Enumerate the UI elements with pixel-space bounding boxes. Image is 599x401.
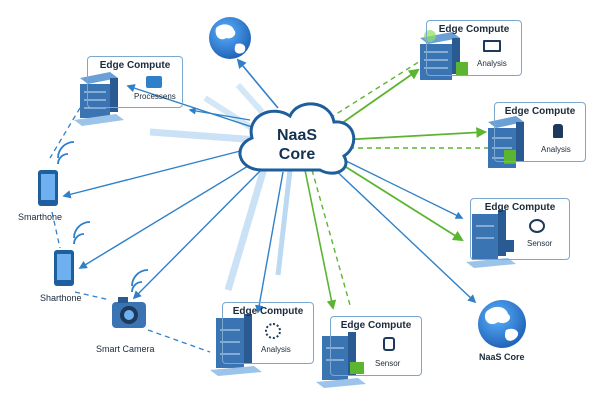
naas-core-label: NaaS Core bbox=[250, 126, 344, 164]
card-title: Edge Compute bbox=[232, 306, 304, 317]
analysis-icon bbox=[265, 323, 281, 339]
globe-icon bbox=[478, 300, 526, 348]
link-edge-r2-blue bbox=[339, 157, 464, 219]
link-edge-tl bbox=[126, 84, 256, 129]
link-camera bbox=[132, 166, 265, 300]
sensor-icon bbox=[529, 219, 545, 233]
connections bbox=[49, 57, 488, 353]
edge-card-top-left[interactable]: Edge Compute Processens bbox=[87, 56, 183, 108]
card-subtitle: Analysis bbox=[477, 59, 507, 68]
link-edge-b1 bbox=[255, 171, 284, 314]
link-edge-r1 bbox=[339, 127, 488, 141]
server-icon bbox=[210, 314, 262, 376]
card-title: Edge Compute bbox=[340, 320, 412, 331]
smartphone-icon bbox=[54, 250, 74, 286]
processing-icon bbox=[146, 76, 162, 88]
edge-card-right-2[interactable]: Edge Compute Sensor bbox=[470, 198, 570, 260]
edge-card-top-right[interactable]: Edge Compute Analysis bbox=[426, 20, 522, 76]
link-globe-top bbox=[236, 58, 279, 109]
server-icon bbox=[74, 72, 124, 126]
beam-link bbox=[235, 83, 265, 114]
card-subtitle: Analysis bbox=[541, 145, 571, 154]
link-edge-tr-dash bbox=[329, 57, 426, 119]
dashed-chain bbox=[51, 211, 61, 249]
card-title: Edge Compute bbox=[99, 60, 171, 71]
link-cloud-extra bbox=[188, 107, 251, 121]
naas-core-globe-label: NaaS Core bbox=[479, 352, 525, 362]
camera-icon bbox=[112, 297, 146, 328]
link-globe-br bbox=[329, 164, 477, 304]
wifi-icon bbox=[57, 141, 75, 165]
dashed-chain bbox=[147, 329, 211, 353]
link-phone1 bbox=[62, 147, 253, 199]
core-line-1: NaaS bbox=[276, 127, 318, 144]
card-title: Edge Compute bbox=[504, 106, 576, 117]
link-edge-r2 bbox=[337, 161, 464, 242]
beam-link bbox=[224, 164, 269, 291]
edge-card-bottom-1[interactable]: Edge Compute Analysis bbox=[222, 302, 314, 364]
server-icon bbox=[316, 332, 366, 388]
globe-icon bbox=[209, 17, 251, 59]
server-icon bbox=[466, 210, 516, 268]
dashed-chain bbox=[74, 291, 111, 301]
dashed-chain bbox=[49, 107, 81, 159]
sensor-icon bbox=[383, 337, 395, 351]
smart-camera-label: Smart Camera bbox=[96, 344, 155, 354]
link-edge-b2-dash bbox=[311, 169, 351, 306]
link-edge-b2 bbox=[304, 169, 337, 310]
wifi-icon bbox=[73, 221, 91, 245]
card-subtitle: Analysis bbox=[261, 345, 291, 354]
edge-card-right-1[interactable]: Edge Compute Analysis bbox=[494, 102, 586, 162]
wifi-icon bbox=[131, 269, 149, 293]
microscope-icon bbox=[553, 124, 563, 138]
beam-link bbox=[275, 169, 293, 276]
edge-card-bottom-2[interactable]: Edge Compute Sensor bbox=[330, 316, 422, 376]
card-subtitle: Sensor bbox=[527, 239, 553, 248]
core-line-2: Core bbox=[278, 146, 316, 163]
smartphone-label-1: Smarthone bbox=[18, 212, 63, 222]
link-edge-tr bbox=[334, 68, 420, 129]
server-icon bbox=[420, 30, 468, 80]
card-subtitle: Processens bbox=[134, 92, 176, 101]
naas-core-cloud[interactable] bbox=[238, 102, 356, 175]
card-title: Edge Compute bbox=[438, 24, 510, 35]
link-phone2 bbox=[78, 159, 259, 269]
card-title: Edge Compute bbox=[484, 202, 556, 213]
smartphone-label-2: Sharthone bbox=[40, 293, 82, 303]
monitor-icon bbox=[483, 40, 501, 52]
smartphone-icon bbox=[38, 170, 58, 206]
card-subtitle: Sensor bbox=[375, 359, 401, 368]
beam-link bbox=[149, 128, 259, 144]
